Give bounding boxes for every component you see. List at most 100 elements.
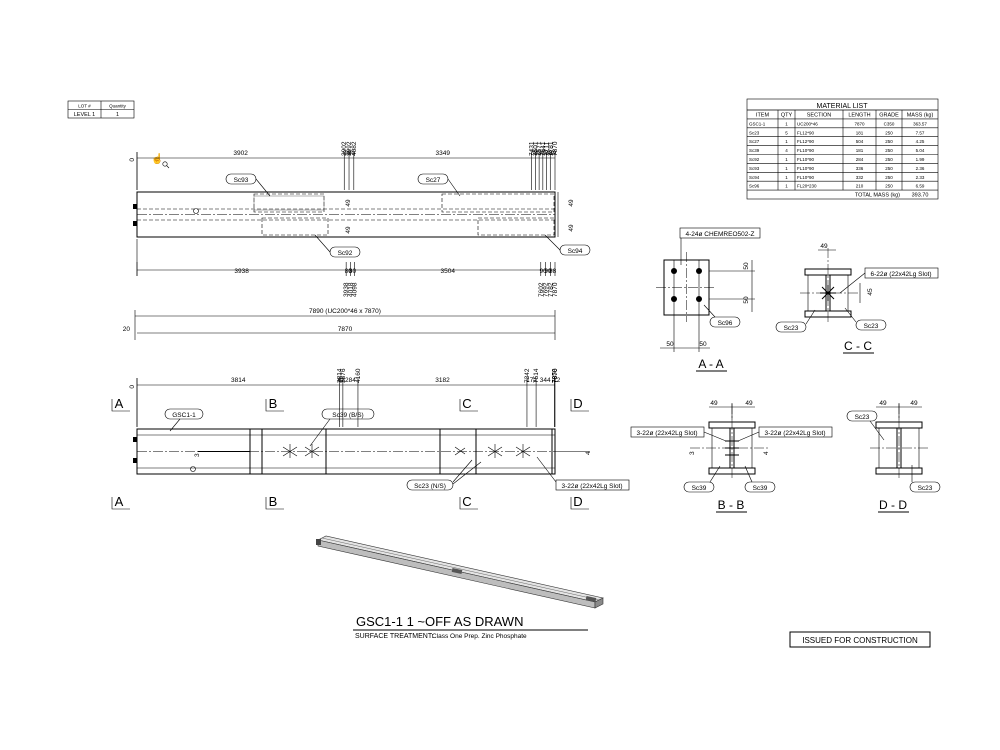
part-tag[interactable]: Sc39	[744, 465, 776, 493]
material-total-value: 393.70	[912, 193, 929, 199]
bolt-callout[interactable]	[679, 227, 761, 239]
dim-end: 4	[585, 451, 592, 455]
material-list-cell: 250	[885, 130, 893, 135]
material-list-header: QTY	[781, 113, 793, 119]
material-list-cell: 1	[785, 157, 788, 162]
material-list-cell: 4	[785, 148, 788, 153]
svg-text:3-22ø (22x42Lg Slot): 3-22ø (22x42Lg Slot)	[561, 483, 622, 490]
material-list-header: LENGTH	[848, 113, 870, 119]
part-tag[interactable]: Sc23	[844, 307, 887, 331]
dim-zero: 0	[129, 158, 136, 162]
section-marker: B	[269, 396, 278, 411]
material-list-cell: GSC1-1	[749, 121, 766, 126]
dim-cumulative: 7501	[532, 141, 539, 156]
part-tag[interactable]: Sc96	[703, 304, 741, 328]
part-callout[interactable]: 3-22ø (22x42Lg Slot)	[536, 456, 630, 491]
section-marker: A	[115, 494, 124, 509]
material-list-header: GRADE	[879, 113, 899, 119]
dim-segment: 3182	[435, 377, 450, 384]
part-tag[interactable]: Sc23	[909, 465, 941, 493]
dim-segment: 3902	[233, 150, 248, 157]
part-tag[interactable]: Sc39 (B/S)	[309, 408, 375, 447]
dim-segment: 344	[540, 377, 551, 384]
dim: 50	[666, 341, 674, 348]
part-tag[interactable]: Sc93	[225, 173, 271, 197]
dim-cumulative: 7692	[543, 282, 550, 297]
lot-table-cell: 1	[116, 112, 119, 118]
material-list-cell: 363.57	[913, 121, 927, 126]
bolt-callout-text: 3-22ø (22x42Lg Slot)	[764, 430, 825, 437]
part-tag[interactable]: Sc27	[417, 173, 461, 197]
part-tag[interactable]: GSC1-1	[164, 408, 204, 432]
dim: 4	[763, 451, 770, 455]
svg-text:Sc23: Sc23	[784, 325, 799, 332]
dim-cumulative: 7514	[533, 368, 540, 383]
dim-segment: 90	[348, 150, 356, 157]
dim-segment: 70	[530, 150, 538, 157]
dim: 49	[745, 400, 753, 407]
dim-cumulative: 7781	[547, 141, 554, 156]
bolt-callout-text: 6-22ø (22x42Lg Slot)	[870, 271, 931, 278]
dim-segment: 12	[553, 377, 561, 384]
material-list-cell: 250	[885, 184, 893, 189]
dim-segment: 3814	[231, 377, 246, 384]
svg-text:Sc39 (B/S): Sc39 (B/S)	[332, 412, 363, 419]
dim-segment: 70	[545, 150, 553, 157]
dim: 3	[689, 451, 696, 455]
part-tag[interactable]: Sc92	[314, 234, 361, 258]
material-list-cell: 2.36	[916, 166, 925, 171]
svg-text:Sc94: Sc94	[568, 248, 583, 255]
material-list-cell: 6.59	[916, 184, 925, 189]
bolt-callout-text: 4-24ø CHEMREO502-Z	[686, 231, 755, 238]
material-list-cell: 181	[856, 130, 864, 135]
dim-segment: 3938	[234, 268, 249, 275]
dim-cumulative: 7342	[524, 368, 531, 383]
material-list-cell: Sc96	[749, 184, 760, 189]
dim-segment: 80	[345, 268, 353, 275]
part-tag[interactable]: Sc39	[683, 465, 721, 493]
part-tag[interactable]: Sc23 (N/S)	[406, 459, 482, 491]
svg-text:Sc23: Sc23	[855, 414, 870, 421]
material-list-cell: 250	[885, 148, 893, 153]
dim-segment: 90	[540, 268, 548, 275]
material-list-cell: 1.99	[916, 157, 925, 162]
dim-cumulative: 7782	[547, 282, 554, 297]
section-marker: D	[573, 494, 582, 509]
part-tag[interactable]: Sc23	[846, 410, 885, 441]
material-list-cell: 250	[885, 157, 893, 162]
section-d-d: 49 49 Sc23 Sc23 D - D	[846, 400, 941, 513]
part-tag[interactable]: Sc94	[544, 234, 591, 256]
dim-segment: 70	[541, 150, 549, 157]
material-list-cell: 1	[785, 175, 788, 180]
dim-cumulative: 7602	[538, 282, 545, 297]
dim-segment: 80	[349, 268, 357, 275]
section-title: C - C	[844, 339, 872, 353]
dim-length: 7870	[338, 326, 353, 333]
lot-table-cell: LEVEL 1	[74, 112, 96, 118]
svg-text:Sc23: Sc23	[918, 485, 933, 492]
section-marker: C	[462, 396, 471, 411]
material-list-cell: FL10*90	[797, 166, 815, 171]
dim-segment: 90	[544, 268, 552, 275]
material-list-cell: 210	[856, 184, 864, 189]
dim-segment: 89	[549, 150, 557, 157]
section-b-b: 49 49 3 4 3-22ø (22x42Lg Slot) 3-22ø (22…	[630, 400, 833, 513]
dim-cumulative: 7711	[544, 142, 551, 156]
dim-side: 49	[345, 226, 352, 234]
part-tag[interactable]: Sc23	[775, 309, 816, 333]
dim-segment: 3349	[436, 150, 451, 157]
dim-side: 49	[345, 199, 352, 207]
material-list-cell: Sc92	[749, 157, 760, 162]
dim-cumulative: 4082	[351, 141, 358, 156]
material-list-cell: FL10*90	[797, 175, 815, 180]
issued-stamp: ISSUED FOR CONSTRUCTION	[789, 631, 931, 648]
material-list-cell: Sc93	[749, 166, 760, 171]
dim-cumulative: 3876	[340, 368, 347, 383]
material-list-cell: Sc39	[749, 148, 760, 153]
dim: 49	[710, 400, 718, 407]
material-list-header: ITEM	[756, 113, 770, 119]
dim-segment: 88	[549, 268, 557, 275]
dim: 45	[867, 288, 874, 296]
